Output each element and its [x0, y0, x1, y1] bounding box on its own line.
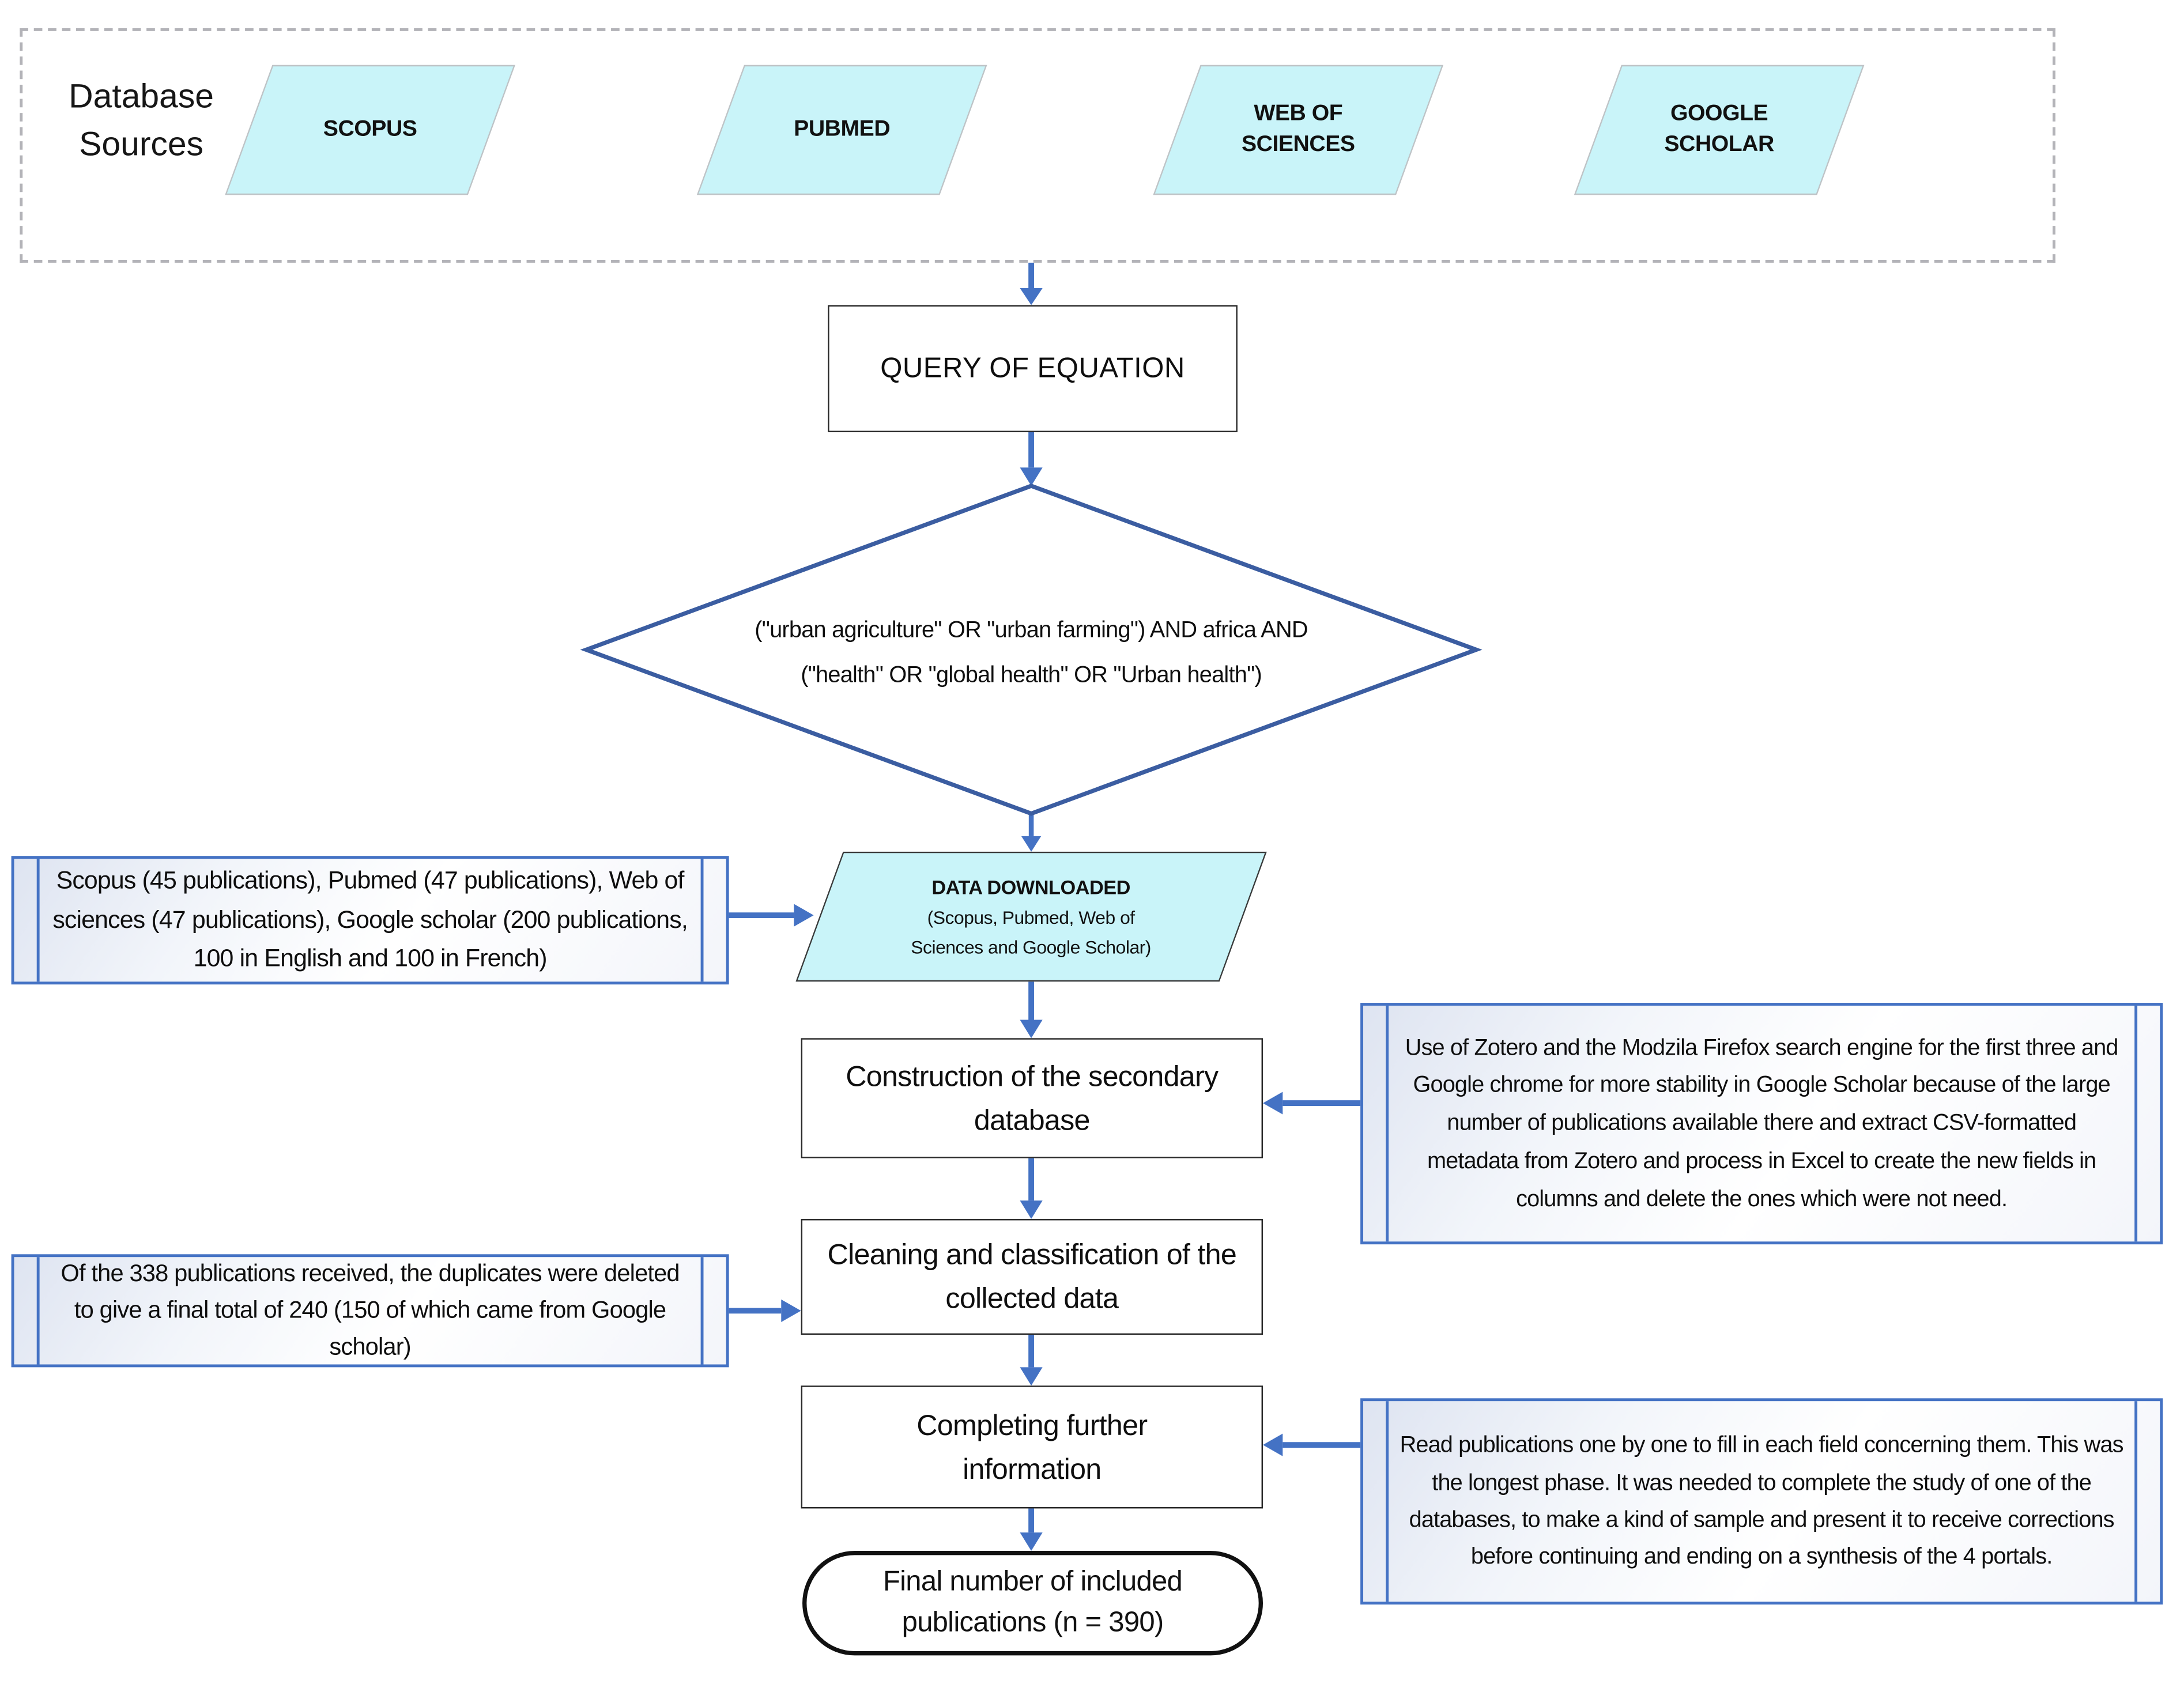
note-read-publications: Read publications one by one to fill in …: [1360, 1398, 2163, 1605]
completing-information-box: Completing further information: [801, 1385, 1263, 1509]
construction-secondary-database-label: Construction of the secondary database: [846, 1060, 1219, 1136]
search-equation-line2: ("health" OR "global health" OR "Urban h…: [801, 662, 1262, 688]
cleaning-classification-box: Cleaning and classification of the colle…: [801, 1219, 1263, 1335]
note-zotero-tools: Use of Zotero and the Modzila Firefox se…: [1360, 1003, 2163, 1245]
note-zotero-tools-text: Use of Zotero and the Modzila Firefox se…: [1405, 1034, 2119, 1212]
source-google-scholar-label: GOOGLE SCHOLAR: [1664, 101, 1774, 157]
database-sources-label: Database Sources: [69, 77, 214, 164]
source-pubmed: PUBMED: [696, 65, 987, 195]
source-pubmed-label: PUBMED: [794, 117, 891, 142]
source-scopus: SCOPUS: [225, 65, 515, 195]
note-publication-counts-text: Scopus (45 publications), Pubmed (47 pub…: [52, 866, 688, 972]
completing-information-label: Completing further information: [916, 1409, 1148, 1486]
note-duplicates-removed-text: Of the 338 publications received, the du…: [61, 1260, 680, 1361]
note-duplicates-removed: Of the 338 publications received, the du…: [11, 1254, 729, 1368]
construction-secondary-database-box: Construction of the secondary database: [801, 1038, 1263, 1158]
note-publication-counts: Scopus (45 publications), Pubmed (47 pub…: [11, 856, 729, 985]
final-publications-label: Final number of included publications (n…: [882, 1566, 1183, 1638]
query-of-equation-box: QUERY OF EQUATION: [828, 305, 1238, 432]
note-arrows: [729, 904, 1361, 1456]
search-equation-text: ("urban agriculture" OR "urban farming")…: [586, 607, 1476, 698]
note-read-publications-text: Read publications one by one to fill in …: [1400, 1432, 2124, 1570]
source-web-of-sciences: WEB OF SCIENCES: [1153, 65, 1444, 195]
cleaning-classification-label: Cleaning and classification of the colle…: [827, 1239, 1237, 1315]
source-scopus-label: SCOPUS: [323, 117, 417, 142]
data-downloaded-parallelogram: DATA DOWNLOADED (Scopus, Pubmed, Web of …: [795, 851, 1267, 982]
final-publications-terminator: Final number of included publications (n…: [802, 1550, 1263, 1656]
query-of-equation-label: QUERY OF EQUATION: [880, 352, 1185, 384]
source-google-scholar: GOOGLE SCHOLAR: [1574, 65, 1865, 195]
data-downloaded-subtitle: (Scopus, Pubmed, Web of Sciences and Goo…: [911, 906, 1152, 957]
source-web-of-sciences-label: WEB OF SCIENCES: [1241, 101, 1355, 157]
search-equation-line1: ("urban agriculture" OR "urban farming")…: [755, 617, 1308, 643]
data-downloaded-title: DATA DOWNLOADED: [931, 875, 1131, 898]
